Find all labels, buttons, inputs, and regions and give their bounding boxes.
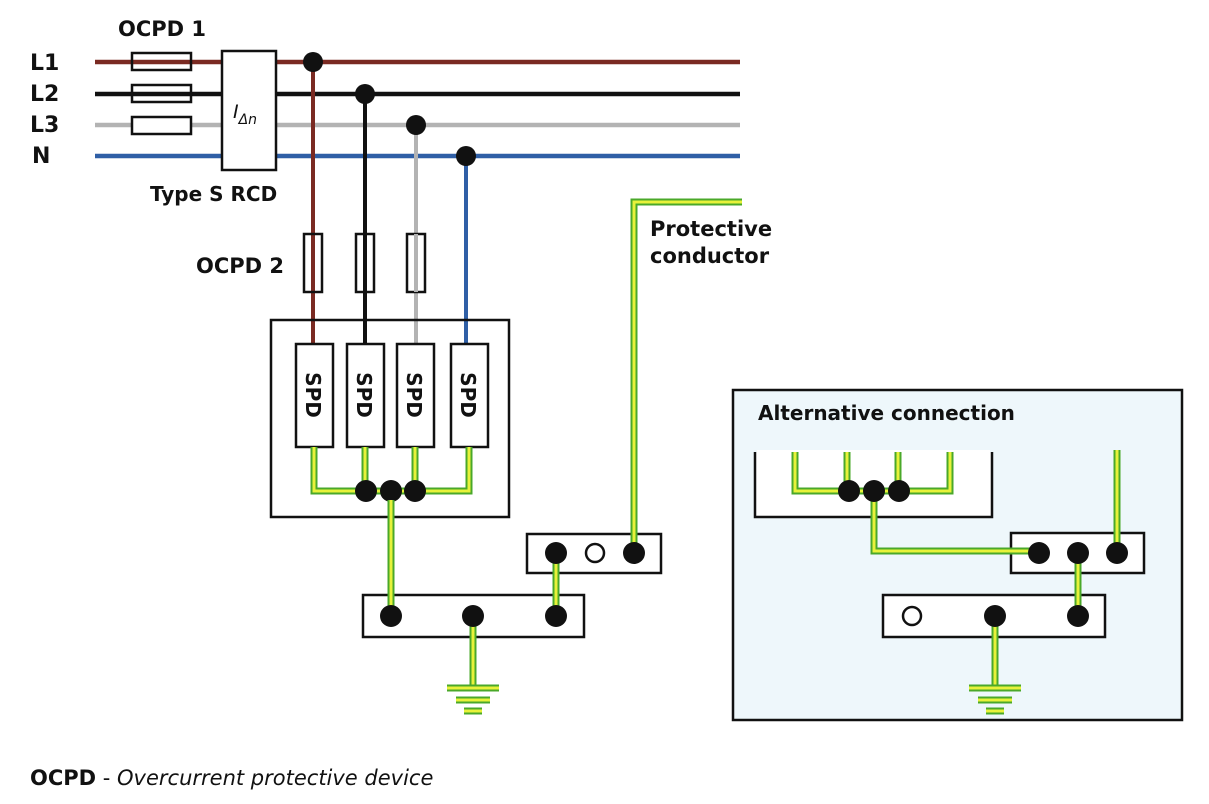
ocpd2-fuse-l1 (302, 232, 324, 294)
spd-module-4 (449, 342, 490, 449)
alt-enclosure-gap (757, 450, 990, 456)
protective-conductor (632, 200, 742, 553)
spd-label: SPD (402, 372, 426, 418)
alternative-pe-wiring (753, 450, 1146, 715)
junction-n (456, 146, 476, 166)
rcd-box (220, 49, 278, 172)
ocpd2-label: OCPD 2 (196, 254, 284, 278)
legend-meaning: Overcurrent protective device (117, 766, 434, 790)
bar-terminal-1 (380, 605, 402, 627)
alt-junction-1 (838, 480, 860, 502)
pe-wiring (310, 198, 742, 715)
spd-modules: SPD SPD SPD SPD (294, 342, 490, 449)
protective-conductor-label-2: conductor (650, 244, 770, 268)
bar-terminal-3 (545, 605, 567, 627)
alt-junction-3 (888, 480, 910, 502)
legend: OCPD - Overcurrent protective device (30, 766, 433, 790)
alternative-connection-label: Alternative connection (758, 401, 1015, 425)
rcd-type-label: Type S RCD (150, 182, 277, 206)
rcd-symbol: IΔn (233, 101, 257, 128)
legend-separator: - (96, 766, 118, 790)
pe-junction-1 (355, 480, 377, 502)
alt-terminal-1 (1028, 542, 1050, 564)
alt-link-top (872, 500, 1039, 553)
spd-label: SPD (352, 372, 376, 418)
alt-terminal-3 (1106, 542, 1128, 564)
spd-module-1 (294, 342, 335, 449)
pe-junction-3 (404, 480, 426, 502)
pe-bar-terminal-3 (623, 542, 645, 564)
label-l2: L2 (30, 82, 59, 107)
alt-bar-terminal-3 (1067, 605, 1089, 627)
legend-abbr: OCPD (30, 766, 97, 790)
spd-module-3 (395, 342, 436, 449)
label-l3: L3 (30, 113, 59, 138)
ocpd2-fuses (302, 232, 427, 294)
alt-terminal-2 (1067, 542, 1089, 564)
ocpd1-fuse-l1 (130, 51, 193, 72)
label-n: N (32, 144, 50, 169)
pe-bar-terminal-1 (545, 542, 567, 564)
ocpd1-fuses (130, 51, 193, 136)
bar-terminal-2 (462, 605, 484, 627)
ocpd1-fuse-l2 (130, 83, 193, 104)
ocpd2-fuse-l2 (354, 232, 376, 294)
junction-l2 (355, 84, 375, 104)
pe-bar-terminal-2 (584, 542, 606, 564)
spd-label: SPD (456, 372, 480, 418)
ocpd1-fuse-l3 (130, 115, 193, 136)
alt-bar-terminal-1 (901, 605, 923, 627)
alt-bar-terminal-2 (984, 605, 1006, 627)
protective-conductor-label-1: Protective (650, 217, 772, 241)
junction-l1 (303, 52, 323, 72)
label-l1: L1 (30, 51, 59, 76)
ocpd1-label: OCPD 1 (118, 17, 206, 41)
alt-junction-2 (863, 480, 885, 502)
junction-l3 (406, 115, 426, 135)
spd-label: SPD (301, 372, 325, 418)
pe-junction-2 (380, 480, 402, 502)
